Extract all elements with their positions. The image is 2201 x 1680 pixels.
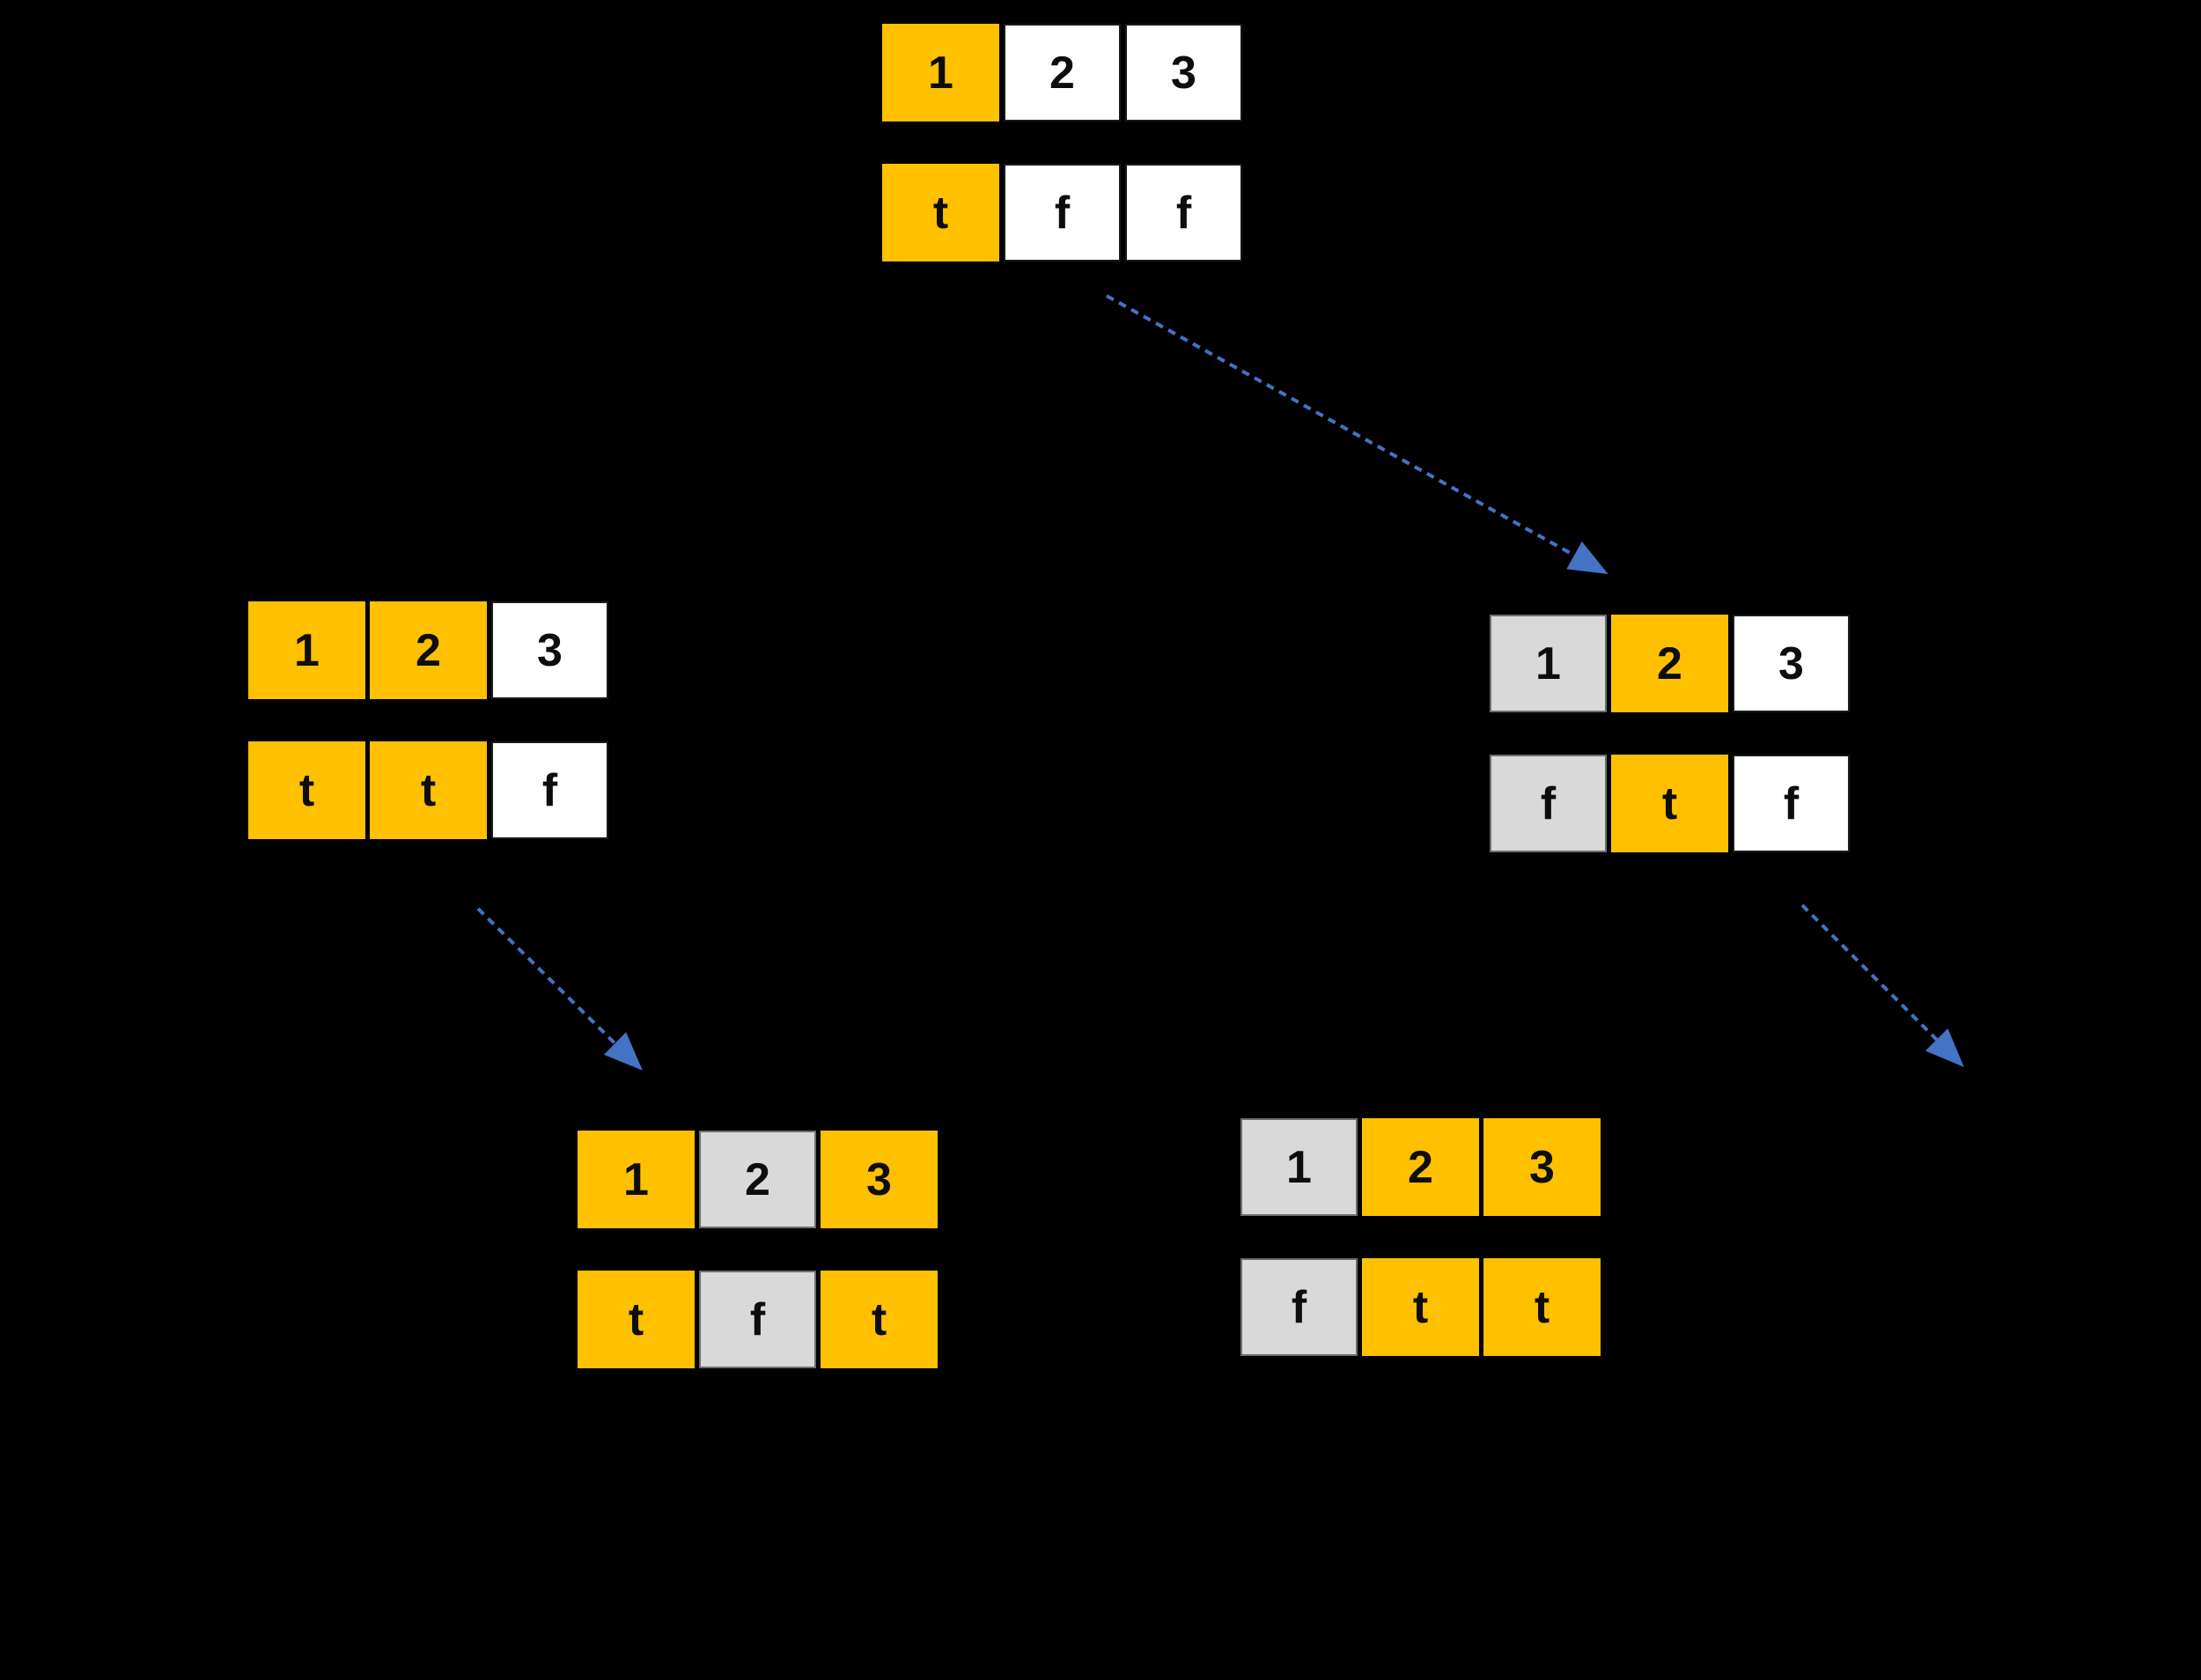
bool-row: t f t	[578, 1271, 938, 1368]
bool-cell: t	[1362, 1258, 1479, 1356]
array-cell: 3	[1483, 1118, 1601, 1216]
bool-cell: t	[248, 741, 365, 839]
dashed-arrow-root-to-mid-right	[1106, 294, 1608, 574]
array-cell: 2	[1611, 615, 1728, 712]
array-cell: 1	[578, 1131, 695, 1228]
index-row: 1 2 3	[578, 1131, 938, 1228]
table-root: 1 2 3 t f f	[882, 24, 1242, 262]
bool-cell: f	[1240, 1258, 1358, 1356]
array-cell: 2	[699, 1131, 816, 1228]
bool-cell: t	[882, 164, 999, 262]
table-mid-right: 1 2 3 f t f	[1490, 615, 1850, 852]
table-mid-left: 1 2 3 t t f	[248, 601, 608, 839]
bool-row: t f f	[882, 164, 1242, 262]
bool-cell: t	[821, 1271, 938, 1368]
array-cell: 3	[491, 601, 608, 699]
table-bottom-left: 1 2 3 t f t	[578, 1131, 938, 1368]
array-cell: 2	[1362, 1118, 1479, 1216]
index-row: 1 2 3	[1490, 615, 1850, 712]
index-row: 1 2 3	[882, 24, 1242, 122]
bool-cell: t	[1483, 1258, 1601, 1356]
bool-row: f t f	[1490, 755, 1850, 852]
array-cell: 1	[1490, 615, 1607, 712]
array-cell: 3	[1733, 615, 1850, 712]
bool-cell: f	[1125, 164, 1242, 262]
bool-cell: f	[1733, 755, 1850, 852]
dashed-arrow-mid-right-to-offscreen	[1800, 903, 1964, 1067]
bool-row: t t f	[248, 741, 608, 839]
index-row: 1 2 3	[1240, 1118, 1601, 1216]
array-cell: 3	[1125, 24, 1242, 122]
bool-cell: t	[578, 1271, 695, 1368]
array-cell: 2	[370, 601, 487, 699]
bool-row: f t t	[1240, 1258, 1601, 1356]
table-bottom-right: 1 2 3 f t t	[1240, 1118, 1601, 1356]
bool-cell: f	[699, 1271, 816, 1368]
array-cell: 2	[1004, 24, 1121, 122]
index-row: 1 2 3	[248, 601, 608, 699]
array-cell: 1	[1240, 1118, 1358, 1216]
bool-cell: f	[491, 741, 608, 839]
bool-cell: f	[1004, 164, 1121, 262]
bool-cell: t	[1611, 755, 1728, 852]
bool-cell: f	[1490, 755, 1607, 852]
array-cell: 1	[882, 24, 999, 122]
dashed-arrow-mid-left-to-bottom-left	[476, 907, 643, 1071]
array-cell: 3	[821, 1131, 938, 1228]
array-cell: 1	[248, 601, 365, 699]
bool-cell: t	[370, 741, 487, 839]
